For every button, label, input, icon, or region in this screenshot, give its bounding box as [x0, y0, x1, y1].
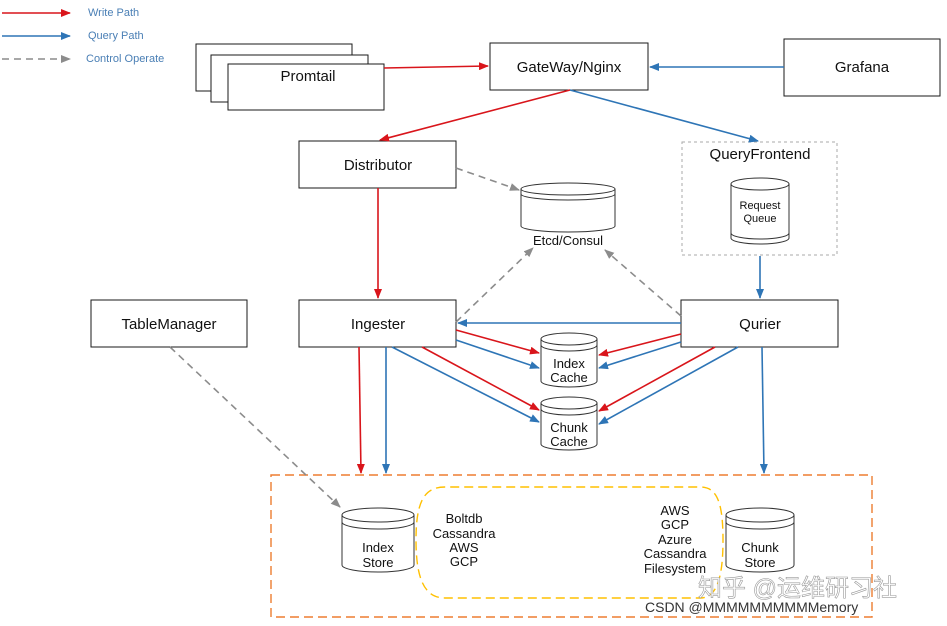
control-edges [169, 167, 682, 508]
ingester-box [298, 299, 457, 348]
edge-distributor-etcd [455, 167, 520, 191]
index-backend-item: AWS [449, 540, 478, 555]
chunk-backend-item: AWS [660, 503, 689, 518]
grafana-box [783, 38, 941, 97]
table-manager-box [90, 299, 248, 348]
watermark-csdn: CSDN @MMMMMMMMMMemory [645, 599, 858, 615]
legend-query-label: Query Path [88, 30, 144, 42]
index-backend-item: Cassandra [433, 526, 497, 541]
gateway-box [489, 42, 649, 91]
edge-gateway-distributor [379, 89, 571, 142]
edge-ingester-indexcache [455, 329, 540, 355]
promtail-label: Promtail [280, 68, 335, 85]
gateway-label: GateWay/Nginx [517, 59, 622, 76]
table-manager-node: TableManager [90, 299, 248, 348]
watermark-zhihu: 知乎 @运维研习社 [698, 575, 897, 602]
request-queue-label-2: Queue [743, 213, 776, 225]
promtail-box-front [227, 63, 385, 111]
backend-region [415, 486, 724, 599]
chunk-backend-item: Cassandra [644, 546, 708, 561]
index-cache-label-1: Index [553, 356, 585, 371]
chunk-store-node: Chunk Store [725, 507, 795, 573]
edge-querier-chunkcache [598, 346, 716, 412]
distributor-label: Distributor [344, 157, 412, 174]
request-queue-cylinder: Request Queue [730, 177, 790, 245]
legend-control-label: Control Operate [86, 53, 164, 65]
chunk-backend-item: Filesystem [644, 561, 706, 576]
query-frontend-node: QueryFrontend Request Queue [681, 141, 838, 256]
edge-querier-etcd [604, 249, 682, 317]
grafana-label: Grafana [835, 59, 890, 76]
distributor-box [298, 140, 457, 189]
querier-label: Qurier [739, 316, 781, 333]
edge-ingester-etcd [455, 247, 534, 323]
chunk-cache-node: Chunk Cache [540, 396, 598, 451]
edge-ingester-chunkcache [421, 346, 540, 411]
ingester-node: Ingester [298, 299, 457, 348]
edge-querier-indexcache-query [598, 341, 682, 370]
chunk-cache-label-1: Chunk [550, 420, 588, 435]
chunk-store-label-2: Store [744, 555, 775, 570]
edge-tablemanager-indexstore [169, 346, 341, 508]
grafana-node: Grafana [783, 38, 941, 97]
promtail-node: Promtail [195, 43, 385, 111]
edge-querier-indexcache [598, 333, 682, 357]
query-path-edges [382, 63, 784, 474]
edge-gateway-queryfrontend [569, 89, 759, 143]
querier-box [680, 299, 839, 348]
edge-ingester-chunkcache-query [391, 346, 540, 423]
chunk-cache-label-2: Cache [550, 434, 588, 449]
write-path-edges [356, 62, 716, 474]
legend: Write Path Query Path Control Operate [2, 7, 164, 65]
edge-ingester-indexcache-query [455, 339, 540, 369]
edge-ingester-indexstore [356, 346, 365, 474]
edge-querier-chunkstore [759, 346, 768, 474]
query-frontend-label: QueryFrontend [710, 146, 811, 163]
storage-region [270, 474, 873, 618]
index-backend-item: GCP [450, 554, 478, 569]
index-cache-label-2: Cache [550, 370, 588, 385]
index-backend-item: Boltdb [446, 511, 483, 526]
request-queue-label-1: Request [740, 200, 781, 212]
ingester-label: Ingester [351, 316, 405, 333]
index-store-label-1: Index [362, 540, 394, 555]
etcd-consul-label: Etcd/Consul [533, 233, 603, 248]
table-manager-label: TableManager [121, 316, 216, 333]
edge-querier-chunkcache-query [598, 346, 739, 425]
index-cache-node: Index Cache [540, 332, 598, 388]
gateway-node: GateWay/Nginx [489, 42, 649, 91]
chunk-backend-item: GCP [661, 517, 689, 532]
index-store-node: Index Store [341, 507, 415, 573]
chunk-store-label-1: Chunk [741, 540, 779, 555]
index-backend-list: Boltdb Cassandra AWS GCP [433, 511, 497, 569]
distributor-node: Distributor [298, 140, 457, 189]
querier-node: Qurier [680, 299, 839, 348]
index-store-label-2: Store [362, 555, 393, 570]
chunk-backend-item: Azure [658, 532, 692, 547]
chunk-backend-list: AWS GCP Azure Cassandra Filesystem [644, 503, 708, 576]
edge-promtail-gateway [383, 62, 489, 71]
legend-write-label: Write Path [88, 7, 139, 19]
etcd-consul-node: Etcd/Consul [520, 182, 616, 248]
